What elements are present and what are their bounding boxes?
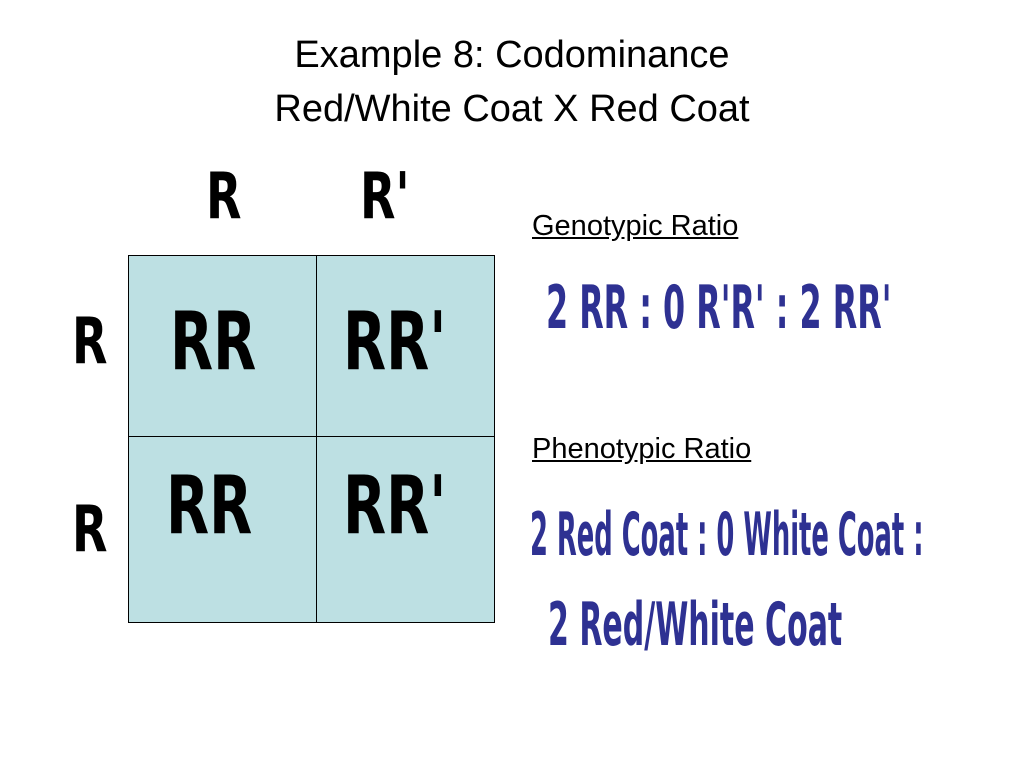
grid-divider-vertical [316, 256, 317, 622]
cell-r2-c2: RR' [343, 459, 447, 552]
slide-title-line1: Example 8: Codominance [294, 34, 730, 76]
phenotypic-ratio-line1: 2 Red Coat : 0 White Coat : [530, 500, 924, 570]
row-allele-1: R [72, 305, 108, 379]
column-allele-2: R' [360, 160, 410, 234]
cell-r1-c2: RR' [343, 295, 447, 388]
genotypic-ratio-label: Genotypic Ratio [532, 210, 739, 242]
cell-r1-c1: RR [170, 295, 257, 388]
row-allele-2: R [72, 493, 108, 567]
phenotypic-ratio-label: Phenotypic Ratio [532, 433, 752, 465]
genotypic-ratio-value: 2 RR : 0 R'R' : 2 RR' [546, 273, 892, 343]
cell-r2-c1: RR [166, 459, 253, 552]
grid-divider-horizontal [129, 436, 494, 437]
slide-title-line2: Red/White Coat X Red Coat [274, 88, 750, 130]
punnett-square [128, 255, 495, 623]
phenotypic-ratio-line2: 2 Red/White Coat [548, 590, 843, 660]
column-allele-1: R [206, 160, 242, 234]
